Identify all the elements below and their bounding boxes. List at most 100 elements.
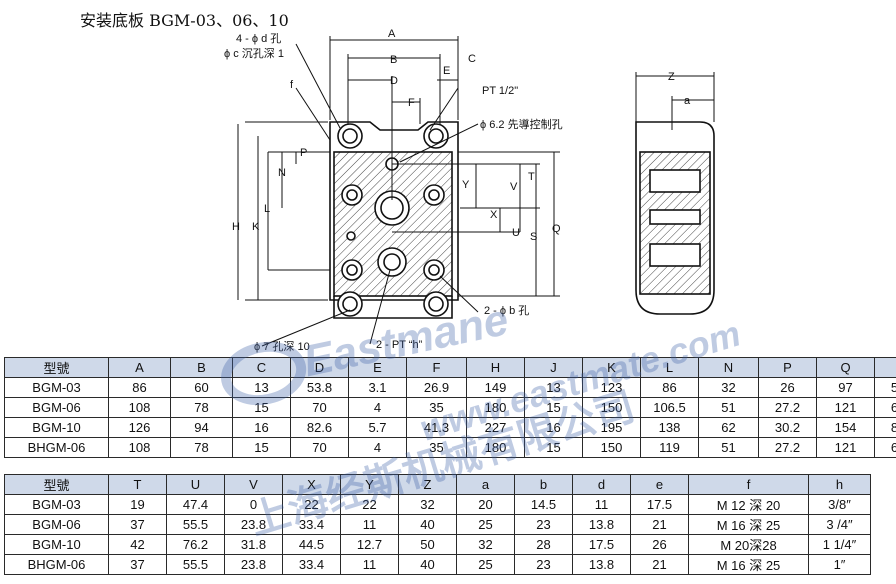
header-cell: U xyxy=(166,474,225,495)
table-cell: 21 xyxy=(630,514,689,535)
header-cell: h xyxy=(808,474,871,495)
table-cell: BGM-10 xyxy=(4,417,109,438)
table-row: BHGM-06 37 55.5 23.8 33.4 11 40 25 23 13… xyxy=(4,554,871,575)
header-cell: P xyxy=(758,357,817,378)
header-cell: C xyxy=(232,357,291,378)
dim-h-label: H xyxy=(232,221,240,233)
table-cell: 195 xyxy=(582,417,641,438)
table-cell: 41.3 xyxy=(406,417,467,438)
spec-table-2: 型號 T U V X Y Z a b d e f h BGM-03 19 47.… xyxy=(4,474,871,575)
table-row: BGM-06 108 78 15 70 4 35 180 15 150 106.… xyxy=(4,397,896,418)
table-cell: 40 xyxy=(398,554,457,575)
table-cell: 25 xyxy=(456,514,515,535)
header-cell: f xyxy=(688,474,809,495)
table-cell: 11 xyxy=(572,494,631,515)
table-cell: 60 xyxy=(170,377,233,398)
table-cell: 16 xyxy=(232,417,291,438)
table-cell: 22 xyxy=(282,494,341,515)
header-cell: D xyxy=(290,357,349,378)
table-cell: 13 xyxy=(232,377,291,398)
dim-u-label: U xyxy=(512,227,520,239)
pilot-hole-label: ϕ 6.2 先導控制孔 xyxy=(480,117,563,131)
table-cell: 26.9 xyxy=(406,377,467,398)
table-cell: 32 xyxy=(698,377,759,398)
table-cell: 16 xyxy=(524,417,583,438)
table-cell: BGM-06 xyxy=(4,397,109,418)
counterbore-label: ϕ c 沉孔深 1 xyxy=(224,47,284,60)
table-cell: 180 xyxy=(466,397,525,418)
table-cell: 108 xyxy=(108,397,171,418)
table-cell: 126 xyxy=(108,417,171,438)
table-cell: 86 xyxy=(108,377,171,398)
table-cell: 227 xyxy=(466,417,525,438)
header-cell: Z xyxy=(398,474,457,495)
header-cell: 型號 xyxy=(4,357,109,378)
table-cell: 33.4 xyxy=(282,554,341,575)
table-cell: 20 xyxy=(456,494,515,515)
table-cell: 14.5 xyxy=(514,494,573,515)
header-cell: K xyxy=(582,357,641,378)
table-cell: 32 xyxy=(398,494,457,515)
table-cell: 23 xyxy=(514,554,573,575)
header-cell: e xyxy=(630,474,689,495)
table-cell: 4 xyxy=(348,437,407,458)
table-cell: 23.8 xyxy=(224,554,283,575)
table-cell: BGM-03 xyxy=(4,494,109,515)
table-cell: 70 xyxy=(290,397,349,418)
table-cell: BGM-06 xyxy=(4,514,109,535)
table-cell: 3 /4″ xyxy=(808,514,871,535)
header-cell: F xyxy=(406,357,467,378)
dim-q-label: Q xyxy=(552,223,561,235)
header-cell: 型號 xyxy=(4,474,109,495)
dim-l-label: L xyxy=(264,203,270,215)
table-row: BGM-10 126 94 16 82.6 5.7 41.3 227 16 19… xyxy=(4,417,896,438)
table-cell: 76.2 xyxy=(166,534,225,555)
table-cell: 19 xyxy=(108,494,167,515)
table-cell: 50 xyxy=(398,534,457,555)
table-cell: 28 xyxy=(514,534,573,555)
table-cell: 44.5 xyxy=(282,534,341,555)
table-cell: BHGM-06 xyxy=(4,437,109,458)
table-cell: 12.7 xyxy=(340,534,399,555)
table-cell: 5.7 xyxy=(348,417,407,438)
table-cell: 11 xyxy=(340,514,399,535)
header-cell: X xyxy=(282,474,341,495)
table-cell: 53.8 xyxy=(290,377,349,398)
header-cell: S xyxy=(874,357,896,378)
table-cell: 32 xyxy=(456,534,515,555)
table-cell: 51 xyxy=(698,437,759,458)
dim-v-label: V xyxy=(510,181,518,193)
table-cell: 13.8 xyxy=(572,514,631,535)
table-cell: 31.8 xyxy=(224,534,283,555)
header-cell: B xyxy=(170,357,233,378)
bolt-hole-label: 4 - ϕ d 孔 xyxy=(236,32,281,45)
table-cell: BGM-10 xyxy=(4,534,109,555)
side-view xyxy=(635,121,715,315)
header-cell: b xyxy=(514,474,573,495)
table-cell: BGM-03 xyxy=(4,377,109,398)
table-cell: BHGM-06 xyxy=(4,554,109,575)
table-cell: 15 xyxy=(524,397,583,418)
table-row: BHGM-06 108 78 15 70 4 35 180 15 150 119… xyxy=(4,437,896,458)
table-cell: 108 xyxy=(108,437,171,458)
table-cell: 180 xyxy=(466,437,525,458)
table-cell: 30.2 xyxy=(758,417,817,438)
table-cell: 13.8 xyxy=(572,554,631,575)
table-cell: 17.5 xyxy=(572,534,631,555)
table-cell: 27.2 xyxy=(758,437,817,458)
table-row: BGM-03 86 60 13 53.8 3.1 26.9 149 13 123… xyxy=(4,377,896,398)
header-cell: Q xyxy=(816,357,875,378)
dim-k-label: K xyxy=(252,221,260,233)
table-cell: 15 xyxy=(232,397,291,418)
table-cell: M 12 深 20 xyxy=(688,494,809,515)
table-cell: 15 xyxy=(232,437,291,458)
header-cell: N xyxy=(698,357,759,378)
dim-n-label: N xyxy=(278,167,286,179)
table-cell: 86 xyxy=(640,377,699,398)
table-cell: 66.7 xyxy=(874,437,896,458)
table-cell: 22 xyxy=(340,494,399,515)
table-cell: 1 1/4″ xyxy=(808,534,871,555)
table-row: BGM-03 19 47.4 0 22 22 32 20 14.5 11 17.… xyxy=(4,494,871,515)
header-cell: Y xyxy=(340,474,399,495)
thread-f-label: f xyxy=(290,79,294,91)
